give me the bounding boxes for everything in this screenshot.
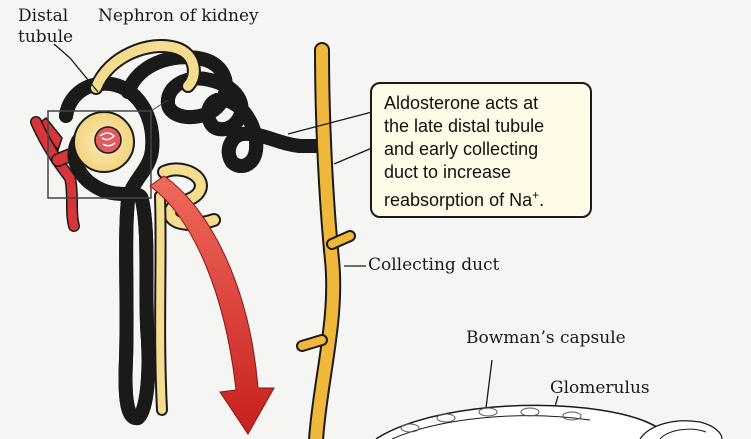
distal-tubule-label: Distal tubule [18,6,73,48]
aldosterone-callout: Aldosterone acts at the late distal tubu… [370,82,592,218]
callout-line-5: reabsorption of Na+. [384,184,584,212]
bowmans-capsule-label: Bowman’s capsule [466,328,626,349]
callout-line-1: Aldosterone acts at [384,92,584,115]
bowmans-capsule-shape [376,405,722,439]
callout-line-2: the late distal tubule [384,115,584,138]
glomerulus-body [74,112,134,172]
callout-line-5-period: . [539,190,544,210]
afferent-vessel [36,118,74,226]
glomerulus-label: Glomerulus [550,378,650,399]
nephron-label: Nephron of kidney [98,6,259,27]
callout-line-4: duct to increase [384,161,584,184]
callout-line-5-text: reabsorption of Na [384,190,532,210]
collecting-duct-tube [302,50,350,439]
collecting-duct-label: Collecting duct [368,255,499,276]
callout-line-3: and early collecting [384,138,584,161]
